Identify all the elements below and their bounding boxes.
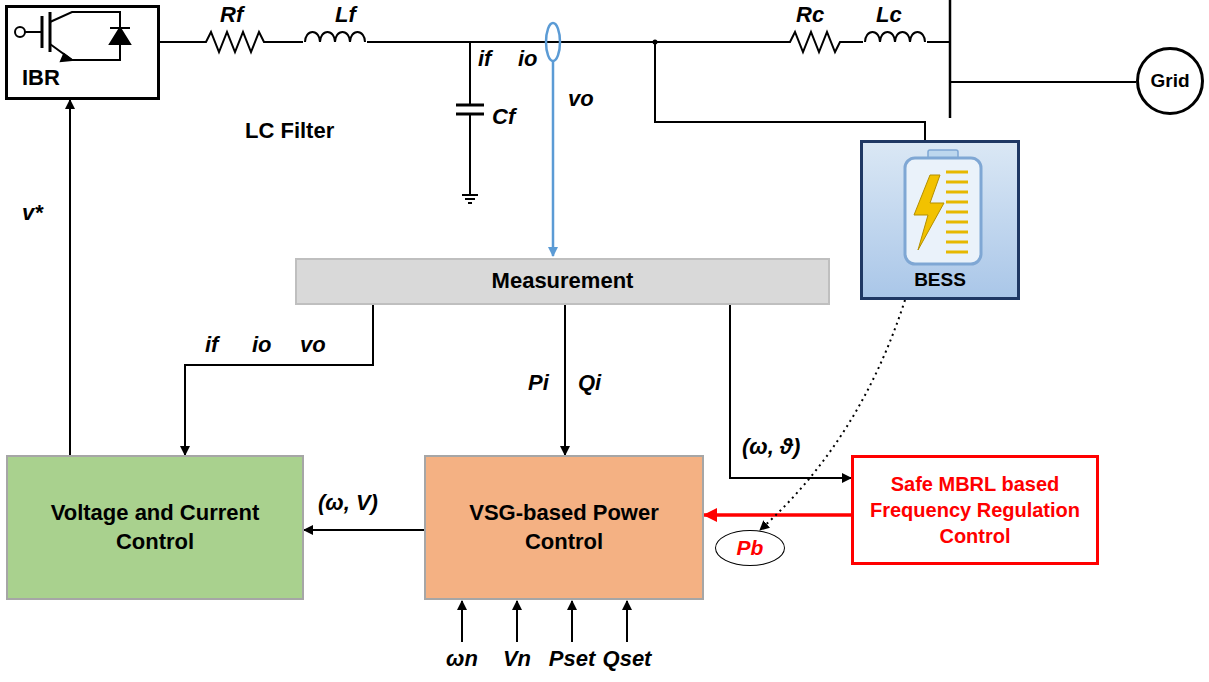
signal-connector	[704, 513, 851, 517]
signal-label: Qi	[578, 370, 601, 396]
signal-label: Rc	[796, 2, 824, 28]
signal-label: io	[252, 332, 272, 358]
signal-label: io	[518, 46, 538, 72]
signal-label: Cf	[492, 104, 515, 130]
signal-connector	[69, 100, 71, 455]
signal-label: vo	[568, 86, 594, 112]
bess-box: BESS	[860, 140, 1020, 300]
signal-connector	[304, 529, 424, 531]
node-text: Measurement	[492, 267, 634, 296]
node-text: IBR	[22, 64, 60, 93]
signal-connector	[160, 42, 1136, 82]
signal-label: Pset	[549, 646, 595, 672]
node-text: VSG-based Power Control	[446, 499, 682, 556]
signal-label: Rf	[220, 2, 243, 28]
junction-dot	[653, 40, 658, 45]
grid-circle: Grid	[1136, 47, 1204, 115]
signal-connector	[730, 305, 851, 478]
current-sensor	[546, 23, 560, 256]
inverter-box: IBR	[5, 5, 160, 100]
signal-label: vo	[300, 332, 326, 358]
node-text: Grid	[1150, 69, 1189, 94]
signal-label: v*	[22, 200, 43, 226]
node-text: Safe MBRL based Frequency Regulation Con…	[866, 471, 1084, 549]
signal-label: if	[478, 46, 491, 72]
signal-label: (ω, V)	[318, 490, 378, 516]
node-text: BESS	[914, 268, 966, 293]
signal-label: if	[205, 332, 218, 358]
signal-label: Pi	[528, 370, 549, 396]
node-text: Pb	[737, 534, 764, 561]
signal-connector	[564, 305, 566, 455]
bess-ground	[860, 140, 1020, 300]
signal-label: Lc	[876, 2, 902, 28]
signal-label: Qset	[603, 646, 652, 672]
grid-bus	[949, 0, 952, 118]
signal-label: ωn	[446, 646, 478, 672]
control-box: Voltage and Current Control	[6, 455, 304, 600]
signal-connector	[185, 305, 373, 455]
measurement-box: Measurement	[295, 258, 830, 305]
signal-label: (ω, ϑ)	[742, 434, 800, 460]
setpoint-arrows	[462, 601, 627, 642]
rl-controller-box: Safe MBRL based Frequency Regulation Con…	[851, 455, 1099, 565]
bess-wire	[655, 42, 925, 140]
signal-label: Lf	[335, 2, 356, 28]
node-text: Voltage and Current Control	[28, 499, 282, 556]
igbt-symbol	[15, 12, 130, 61]
control-box: VSG-based Power Control	[424, 455, 704, 600]
signal-ellipse: Pb	[715, 530, 785, 566]
signal-label: Vn	[503, 646, 531, 672]
inductor-symbol	[303, 25, 927, 45]
signal-label: LC Filter	[245, 118, 334, 144]
battery-icon	[905, 150, 981, 264]
